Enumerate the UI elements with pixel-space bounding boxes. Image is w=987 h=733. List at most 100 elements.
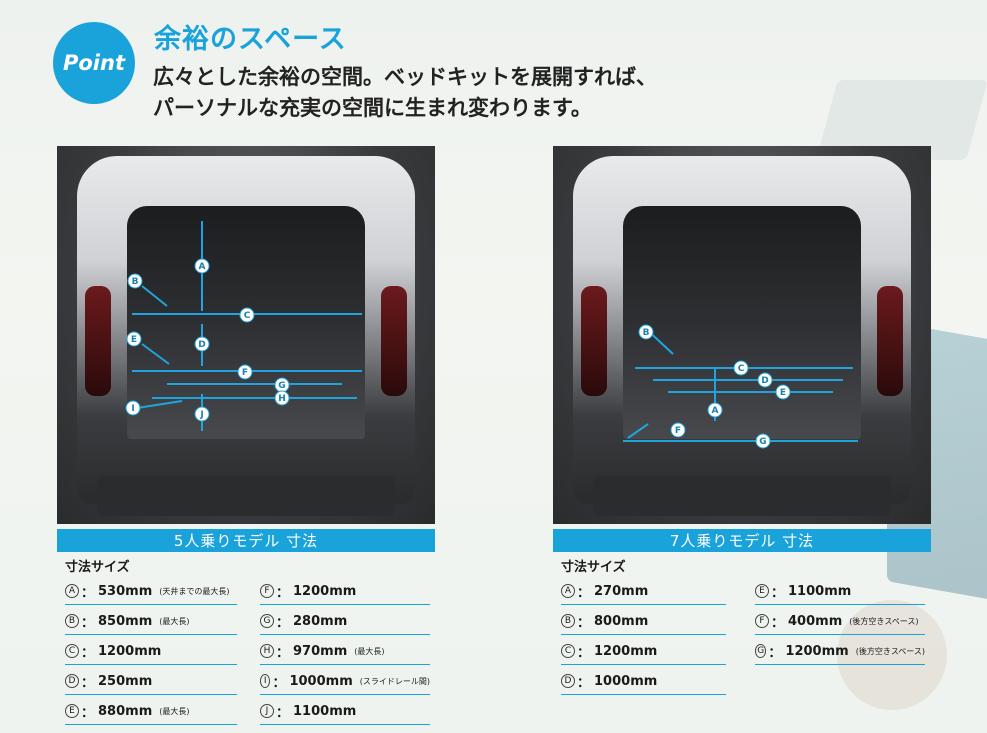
five-seat-dimension-overlay: A B C D E F GH I J: [125, 221, 362, 431]
five-seat-label-circle-h: [274, 390, 290, 406]
seven-seat-label-a: A: [712, 406, 719, 416]
seven-seat-label-e: E: [780, 388, 786, 398]
five-seat-spec-mark: H: [260, 644, 274, 658]
five-seat-spec-mark: G: [260, 614, 274, 628]
five-seat-label-c: C: [244, 311, 251, 321]
five-seat-label-e: E: [131, 335, 137, 345]
five-seat-label-circle-b: [127, 273, 143, 289]
five-seat-spec-note: (天井までの最大長): [159, 586, 230, 596]
five-seat-spec-note: (最大長): [354, 646, 385, 656]
seven-seat-label-circle-b: [638, 324, 654, 340]
five-seat-spec-mark: E: [65, 704, 79, 718]
five-seat-title-bar: 5人乗りモデル 寸法: [57, 529, 435, 552]
seven-seat-spec-value: 800mm: [594, 613, 649, 629]
seven-seat-label-f: F: [675, 426, 681, 436]
five-seat-spec-item-d: D：250mm: [65, 666, 237, 696]
seven-seat-spec-heading: 寸法サイズ: [561, 560, 626, 575]
five-seat-label-circle-d: [194, 336, 210, 352]
seven-seat-spec-item-b: B：800mm: [561, 606, 726, 636]
seven-seat-spec-mark: E: [755, 584, 769, 598]
seven-seat-spec-value: 400mm: [788, 613, 843, 629]
five-seat-spec-heading: 寸法サイズ: [65, 560, 130, 575]
five-seat-label-h: H: [278, 394, 286, 404]
seven-seat-label-circle-d: [757, 372, 773, 388]
five-seat-spec-mark: D: [65, 674, 79, 688]
lead-text: 広々とした余裕の空間。ベッドキットを展開すれば、 パーソナルな充実の空間に生まれ…: [153, 62, 657, 124]
seven-seat-spec-mark: G: [755, 644, 767, 658]
five-seat-spec-item-g: G：280mm: [260, 606, 430, 636]
seven-seat-label-b: B: [643, 328, 650, 338]
seven-seat-label-circle-f: [670, 422, 686, 438]
five-seat-spec-mark: J: [260, 704, 274, 718]
five-seat-spec-item-j: J：1100mm: [260, 696, 430, 726]
five-seat-spec-item-i: I：1000mm(スライドレール間): [260, 666, 430, 696]
five-seat-spec-note: (スライドレール間): [359, 676, 430, 686]
seven-seat-label-circle-e: [775, 384, 791, 400]
five-seat-label-a: A: [199, 262, 206, 272]
five-seat-label-g: G: [278, 381, 285, 391]
five-seat-label-d: D: [198, 340, 205, 350]
five-seat-spec-item-a: A：530mm(天井までの最大長): [65, 576, 237, 606]
five-seat-spec-value: 280mm: [293, 613, 348, 629]
seven-seat-spec-note: (後方空きスペース): [849, 616, 919, 626]
lead-line-2: パーソナルな充実の空間に生まれ変わります。: [153, 96, 592, 120]
five-seat-label-f: F: [242, 368, 248, 378]
five-seat-spec-value: 250mm: [98, 673, 153, 689]
five-seat-label-circle-e: [126, 331, 142, 347]
seven-seat-spec-item-d: D：1000mm: [561, 666, 726, 696]
five-seat-spec-mark: B: [65, 614, 79, 628]
lead-line-1: 広々とした余裕の空間。ベッドキットを展開すれば、: [153, 65, 657, 89]
seven-seat-spec-value: 270mm: [594, 583, 649, 599]
five-seat-spec-value: 1200mm: [293, 583, 357, 599]
page-title: 余裕のスペース: [154, 24, 347, 55]
five-seat-label-circle-c: [239, 307, 255, 323]
five-seat-spec-item-e: E：880mm(最大長): [65, 696, 237, 726]
five-seat-label-i: I: [131, 404, 134, 414]
seven-seat-label-d: D: [761, 376, 768, 386]
five-seat-spec-item-b: B：850mm(最大長): [65, 606, 237, 636]
five-seat-label-circle-j: [194, 406, 210, 422]
five-seat-spec-mark: A: [65, 584, 79, 598]
five-seat-label-j: J: [199, 410, 203, 420]
seven-seat-spec-mark: F: [755, 614, 769, 628]
seven-seat-spec-item-e: E：1100mm: [755, 576, 925, 606]
five-seat-spec-mark: I: [260, 674, 271, 688]
seven-seat-spec-note: (後方空きスペース): [855, 646, 925, 656]
seven-seat-spec-mark: C: [561, 644, 575, 658]
point-badge-label: Point: [62, 51, 125, 75]
five-seat-spec-mark: F: [260, 584, 274, 598]
five-seat-spec-value: 530mm: [98, 583, 153, 599]
five-seat-label-circle-a: [194, 258, 210, 274]
seven-seat-spec-item-c: C：1200mm: [561, 636, 726, 666]
five-seat-spec-value: 1200mm: [98, 643, 162, 659]
seven-seat-spec-mark: B: [561, 614, 575, 628]
five-seat-spec-value: 850mm: [98, 613, 153, 629]
seven-seat-spec-mark: D: [561, 674, 575, 688]
seven-seat-spec-value: 1000mm: [594, 673, 658, 689]
five-seat-label-circle-i: [125, 400, 141, 416]
five-seat-spec-value: 1100mm: [293, 703, 357, 719]
five-seat-spec-note: (最大長): [159, 616, 190, 626]
seven-seat-label-circle-c: [733, 360, 749, 376]
seven-seat-title-bar: 7人乗りモデル 寸法: [553, 529, 931, 552]
five-seat-spec-value: 880mm: [98, 703, 153, 719]
seven-seat-spec-item-g: G：1200mm(後方空きスペース): [755, 636, 925, 666]
five-seat-label-b: B: [132, 277, 139, 287]
seven-seat-label-circle-g: [755, 433, 771, 449]
five-seat-label-circle-f: [237, 364, 253, 380]
background-table-decoration: [837, 600, 947, 710]
five-seat-spec-mark: C: [65, 644, 79, 658]
five-seat-spec-item-h: H：970mm(最大長): [260, 636, 430, 666]
seven-seat-spec-value: 1100mm: [788, 583, 852, 599]
five-seat-spec-value: 970mm: [293, 643, 348, 659]
seven-seat-spec-item-a: A：270mm: [561, 576, 726, 606]
five-seat-spec-item-c: C：1200mm: [65, 636, 237, 666]
seven-seat-spec-mark: A: [561, 584, 575, 598]
point-badge: Point: [53, 22, 135, 104]
seven-seat-spec-value: 1200mm: [785, 643, 849, 659]
seven-seat-label-circle-a: [707, 402, 723, 418]
five-seat-spec-value: 1000mm: [289, 673, 353, 689]
